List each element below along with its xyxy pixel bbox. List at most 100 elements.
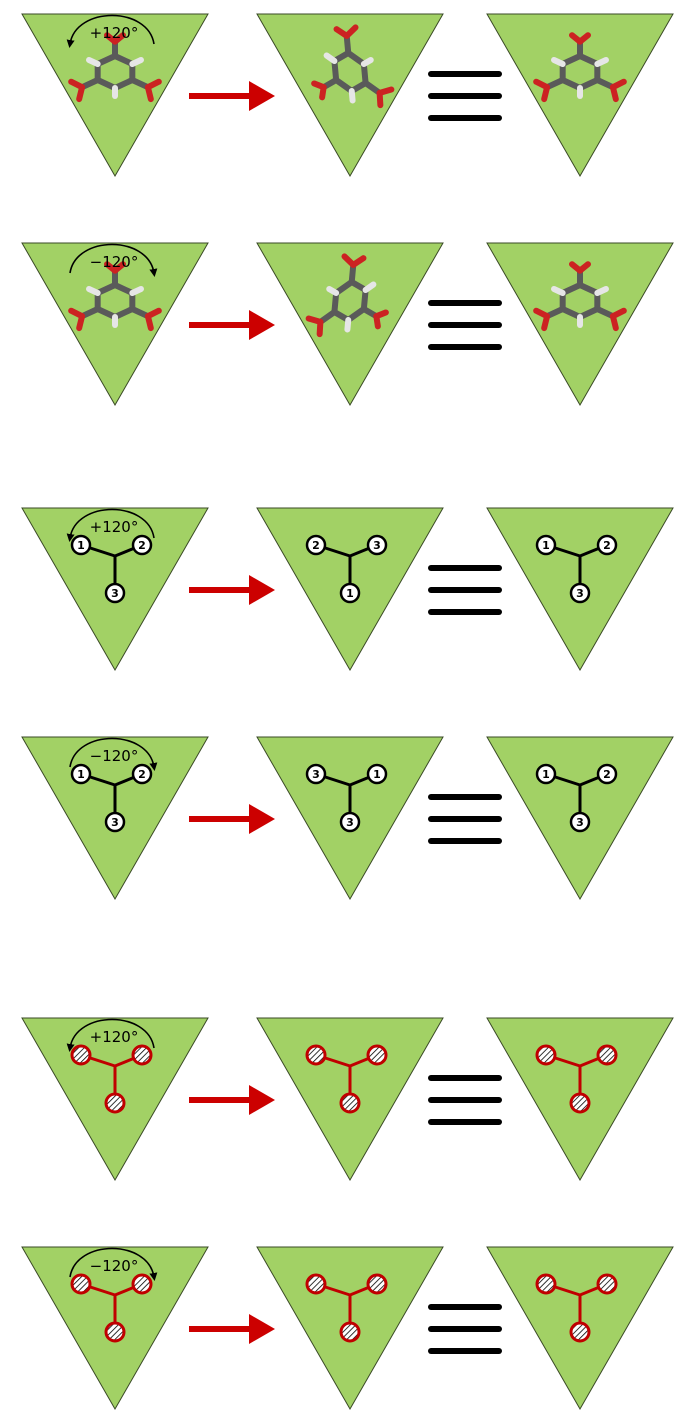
numbered-node xyxy=(305,534,327,556)
rotation-label: +120° xyxy=(90,518,139,536)
hydrogen-bond xyxy=(129,57,144,67)
numbered-node xyxy=(535,534,557,556)
red-right-arrow-icon xyxy=(249,81,275,111)
numbered-node xyxy=(535,763,557,785)
hydrogen-bond xyxy=(323,52,338,65)
node-number: 2 xyxy=(312,539,320,552)
curved-rotation-arrow-icon xyxy=(66,1018,155,1052)
hydrogen-bond xyxy=(86,286,101,296)
hydrogen-bond xyxy=(344,316,352,333)
triple-bar-equivalence-icon xyxy=(428,1304,502,1354)
carbon-bond xyxy=(559,77,583,91)
hatched-graph xyxy=(535,1273,618,1343)
oxygen-bond xyxy=(319,84,327,101)
triangle-panel-2 xyxy=(256,1017,444,1182)
curved-rotation-arrow-icon xyxy=(69,1247,158,1281)
hatched-node xyxy=(596,1044,618,1066)
node-number: 1 xyxy=(77,768,85,781)
hatched-graph xyxy=(535,1044,618,1114)
carbon-bond xyxy=(345,50,367,67)
triple-bar-equivalence-icon xyxy=(428,565,502,615)
oxygen-bond xyxy=(373,309,389,320)
carbon-bond xyxy=(94,53,118,67)
trimesic-acid-molecule xyxy=(68,261,162,332)
hatched-node xyxy=(596,1273,618,1295)
carbon-bond xyxy=(331,58,340,83)
hatched-node xyxy=(305,1044,327,1066)
triangle-panel-1: +120° xyxy=(21,13,209,178)
row-5: +120° xyxy=(21,1017,674,1182)
oxygen-bond xyxy=(541,313,551,332)
node-number: 2 xyxy=(603,768,611,781)
numbered-node xyxy=(569,582,591,604)
curved-rotation-arrow-icon xyxy=(66,14,155,48)
row-6: −120° xyxy=(21,1246,674,1411)
curved-rotation-arrow-icon xyxy=(69,737,158,771)
oxygen-bond xyxy=(104,261,118,274)
hatched-node xyxy=(339,1321,361,1343)
hydrogen-bond xyxy=(362,281,377,294)
carbon-bond xyxy=(94,282,118,296)
hatched-node xyxy=(535,1044,557,1066)
node-number: 3 xyxy=(576,816,584,829)
hatched-node xyxy=(569,1321,591,1343)
carbon-bond xyxy=(345,306,367,323)
numbered-node xyxy=(305,763,327,785)
node-number: 3 xyxy=(576,587,584,600)
rotation-label: −120° xyxy=(90,747,139,765)
oxygen-bond xyxy=(609,307,627,320)
numbered-node xyxy=(131,534,153,556)
hatched-node xyxy=(131,1273,153,1295)
node-number: 3 xyxy=(373,539,381,552)
oxygen-bond xyxy=(76,84,86,103)
red-right-arrow-icon xyxy=(249,804,275,834)
hatched-graph xyxy=(305,1273,388,1343)
red-right-arrow-icon xyxy=(249,310,275,340)
hatched-node xyxy=(535,1273,557,1295)
trimesic-acid-molecule xyxy=(533,261,627,332)
node-number: 1 xyxy=(542,539,550,552)
triple-bar-equivalence-icon xyxy=(428,300,502,350)
oxygen-bond xyxy=(76,313,86,332)
numbered-node xyxy=(596,534,618,556)
numbered-node xyxy=(70,763,92,785)
node-number: 1 xyxy=(77,539,85,552)
hatched-graph xyxy=(305,1044,388,1114)
numbered-node xyxy=(131,763,153,785)
trimesic-acid-molecule xyxy=(311,24,395,109)
rotation-label: −120° xyxy=(90,1257,139,1275)
oxygen-bond xyxy=(569,261,583,274)
carbon-bond xyxy=(112,306,136,320)
red-right-arrow-icon xyxy=(249,575,275,605)
triangle-panel-2 xyxy=(256,242,444,407)
carbon-bond xyxy=(112,282,136,296)
carbon-bond xyxy=(112,53,136,67)
triangle-panel-1: +120° xyxy=(21,1017,209,1182)
hydrogen-bond xyxy=(551,286,566,296)
carbon-bond xyxy=(559,282,583,296)
hatched-node xyxy=(70,1273,92,1295)
hydrogen-bond xyxy=(326,286,340,296)
node-number: 2 xyxy=(138,539,146,552)
oxygen-bond xyxy=(609,78,627,91)
hatched-node xyxy=(104,1092,126,1114)
hatched-node xyxy=(305,1273,327,1295)
carbon-bond xyxy=(559,306,583,320)
numbered-node xyxy=(104,582,126,604)
carbon-bond xyxy=(577,282,601,296)
hydrogen-bond xyxy=(551,57,566,67)
row-1: +120° xyxy=(21,13,674,178)
trimesic-acid-molecule xyxy=(68,32,162,103)
